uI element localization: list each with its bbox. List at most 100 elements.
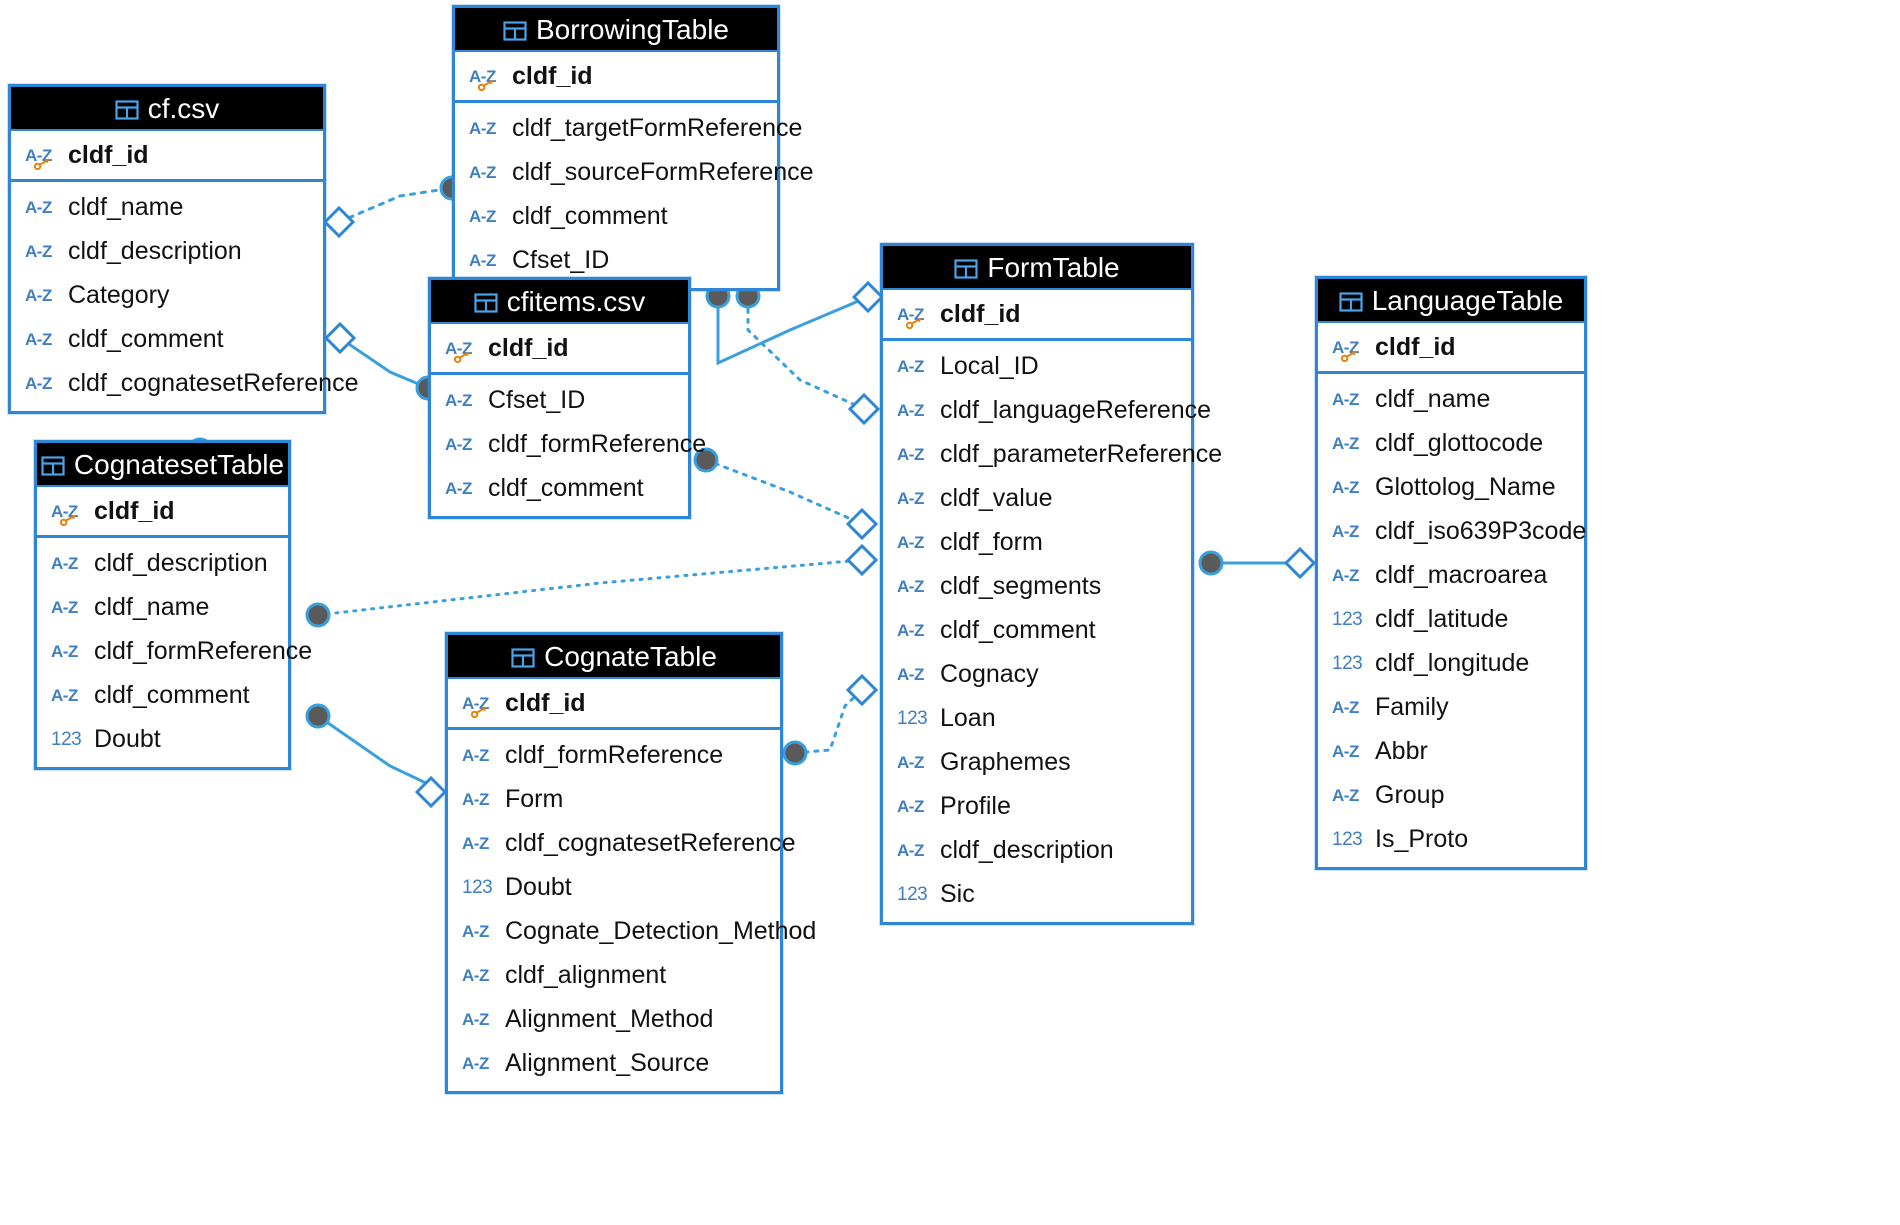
field-label: cldf_segments — [940, 572, 1102, 600]
field-label: Graphemes — [940, 748, 1071, 776]
text-type-icon: A-Z — [897, 576, 924, 596]
field-label: Loan — [940, 704, 996, 732]
primary-key-icon — [905, 315, 923, 332]
field-label: Cognate_Detection_Method — [505, 917, 817, 945]
field-label: cldf_languageReference — [940, 396, 1212, 424]
field-label: Alignment_Method — [505, 1005, 714, 1033]
relationship-cognate-form — [793, 688, 864, 755]
field-Cfset_ID: A-Z Cfset_ID — [455, 238, 777, 282]
text-type-icon: A-Z — [462, 965, 489, 985]
text-type-icon: A-Z — [462, 695, 496, 718]
field-cldf_languageReference: A-Z cldf_languageReference — [883, 388, 1211, 432]
field-label: cldf_description — [940, 836, 1114, 864]
text-type-icon: A-Z — [469, 250, 496, 270]
relationship-cognateset-form — [316, 558, 864, 617]
entity-name: BorrowingTable — [536, 14, 729, 45]
relationship-borrowing-form-source — [746, 294, 866, 411]
text-type-icon: A-Z — [897, 444, 924, 464]
entity-title-cf: cf.csv — [11, 87, 323, 131]
field-label: Category — [68, 281, 170, 309]
primary-key-row: A-Z cldf_id — [37, 487, 288, 538]
text-type-icon: A-Z — [897, 488, 924, 508]
text-type-icon: A-Z — [51, 685, 78, 705]
text-type-icon: A-Z — [25, 329, 52, 349]
entity-title-language: LanguageTable — [1318, 279, 1584, 323]
field-label: cldf_name — [1375, 385, 1491, 413]
relationship-cf-borrowing — [337, 186, 454, 224]
text-type-icon: A-Z — [25, 373, 52, 393]
text-type-icon: A-Z — [897, 306, 931, 329]
primary-key-row: A-Z cldf_id — [431, 324, 688, 375]
text-type-icon: A-Z — [897, 532, 924, 552]
field-label: cldf_targetFormReference — [512, 114, 803, 142]
text-type-icon: A-Z — [51, 641, 78, 661]
field-label: cldf_id — [488, 334, 569, 362]
text-type-icon: A-Z — [445, 478, 472, 498]
relationship-borrowing-form-target — [716, 295, 869, 366]
entity-name: LanguageTable — [1371, 285, 1564, 316]
field-cldf_segments: A-Z cldf_segments — [883, 564, 1191, 608]
text-type-icon: A-Z — [1332, 477, 1359, 497]
field-label: cldf_id — [94, 497, 175, 525]
field-label: cldf_glottocode — [1375, 429, 1544, 457]
primary-key-icon — [33, 156, 51, 173]
text-type-icon: A-Z — [445, 434, 472, 454]
entity-name: FormTable — [987, 252, 1120, 283]
text-type-icon: A-Z — [1332, 565, 1359, 585]
text-type-icon: A-Z — [25, 241, 52, 261]
text-type-icon: A-Z — [51, 503, 85, 526]
field-label: cldf_comment — [488, 474, 644, 502]
field-label: cldf_id — [1375, 333, 1456, 361]
field-label: Cfset_ID — [488, 386, 586, 414]
field-label: Cfset_ID — [512, 246, 610, 274]
text-type-icon: A-Z — [1332, 741, 1359, 761]
entity-title-cognateset: CognatesetTable — [37, 443, 288, 487]
entity-name: cfitems.csv — [506, 286, 646, 317]
text-type-icon: A-Z — [462, 1053, 489, 1073]
number-type-icon: 123 — [1332, 652, 1363, 674]
field-cldf_comment: A-Z cldf_comment — [11, 317, 323, 361]
text-type-icon: A-Z — [462, 1009, 489, 1029]
text-type-icon: A-Z — [462, 789, 489, 809]
field-label: Profile — [940, 792, 1011, 820]
text-type-icon: A-Z — [897, 400, 924, 420]
field-label: cldf_value — [940, 484, 1053, 512]
entity-name: cf.csv — [147, 93, 220, 124]
number-type-icon: 123 — [51, 728, 82, 750]
field-label: Alignment_Source — [505, 1049, 710, 1077]
field-cldf_id: A-Z cldf_id — [37, 487, 288, 535]
field-label: cldf_comment — [68, 325, 224, 353]
text-type-icon: A-Z — [445, 340, 479, 363]
table-grid-icon — [954, 248, 978, 288]
